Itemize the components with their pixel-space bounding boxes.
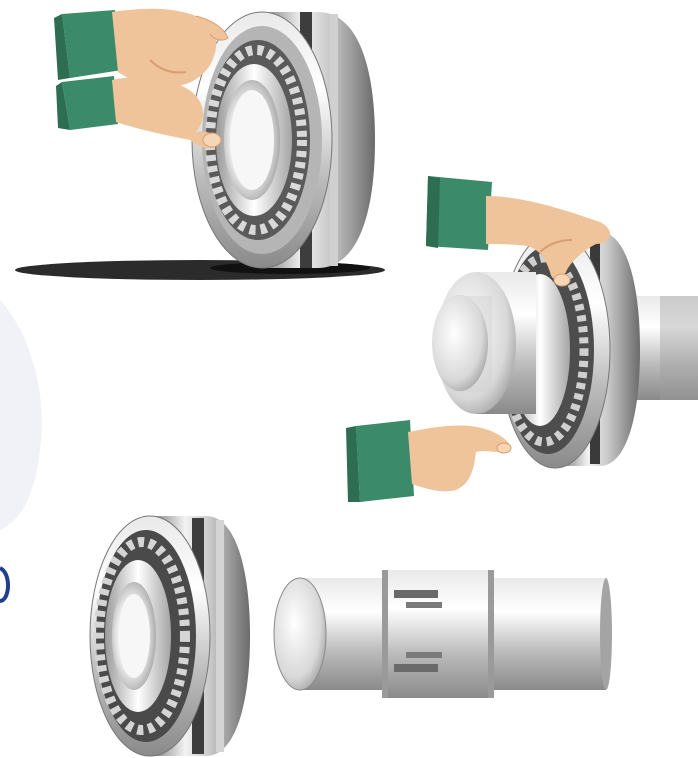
shaft-collar [432,272,536,414]
hand-bottom [346,420,511,502]
shaft-separate [274,570,612,698]
scene-separated-parts [90,516,612,756]
hand-upper [54,9,228,87]
scene-inspect-bearing [15,9,385,280]
bearing-standalone [90,516,250,756]
hand-lower [56,76,221,148]
edge-blob [0,300,42,601]
scene-mount-bearing [346,176,698,502]
